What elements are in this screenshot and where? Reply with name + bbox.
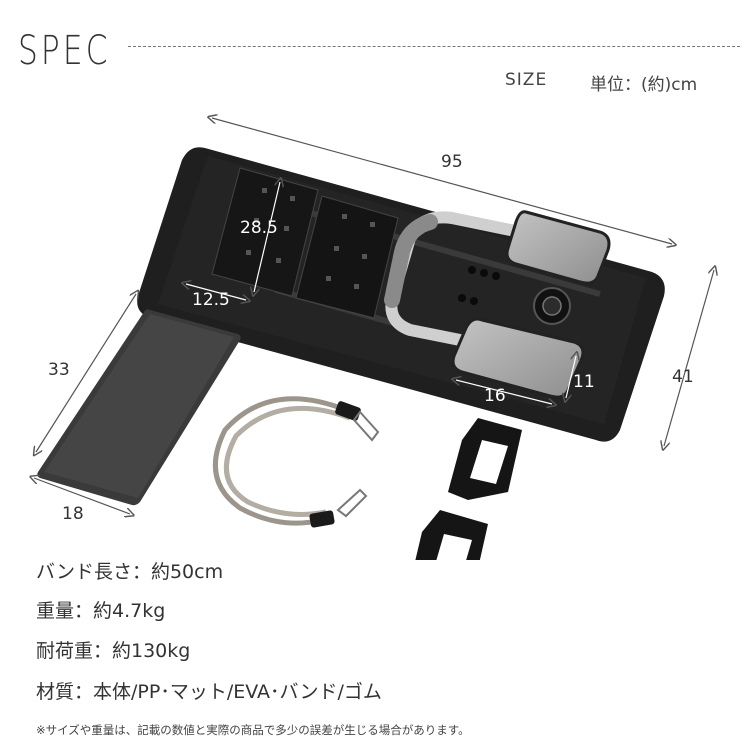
spec-material: 材質：本体/PP･マット/EVA･バンド/ゴム	[36, 681, 382, 703]
mat-length-label: 33	[48, 360, 70, 380]
pad-width-label: 12.5	[192, 290, 230, 310]
page-title: SPEC	[18, 28, 111, 74]
spec-band-length: バンド長さ：約50cm	[36, 561, 224, 583]
board-length-label: 95	[441, 152, 463, 172]
dimension-arrows	[34, 118, 714, 514]
handle-pad-width-label: 11	[573, 372, 595, 392]
adjust-knob	[533, 287, 571, 325]
size-label: SIZE	[505, 70, 548, 90]
handle-clip-top	[448, 418, 522, 500]
spec-weight: 重量：約4.7kg	[36, 600, 166, 622]
mat	[37, 309, 241, 506]
board-width-label: 41	[672, 367, 694, 387]
pad-height-label: 28.5	[240, 218, 278, 238]
resistance-band	[212, 396, 380, 528]
mat-width-label: 18	[62, 504, 84, 524]
product-illustration	[0, 0, 750, 560]
title-divider	[128, 46, 740, 47]
footnote: ※サイズや重量は、記載の数値と実際の商品で多少の誤差が生じる場合があります。	[36, 723, 470, 737]
board-holes	[458, 266, 500, 305]
handle-pad-length-label: 16	[484, 386, 506, 406]
spec-load-capacity: 耐荷重：約130kg	[36, 640, 191, 662]
unit-label: 単位：(約)cm	[590, 75, 698, 95]
handle-clip-bottom	[415, 510, 488, 560]
